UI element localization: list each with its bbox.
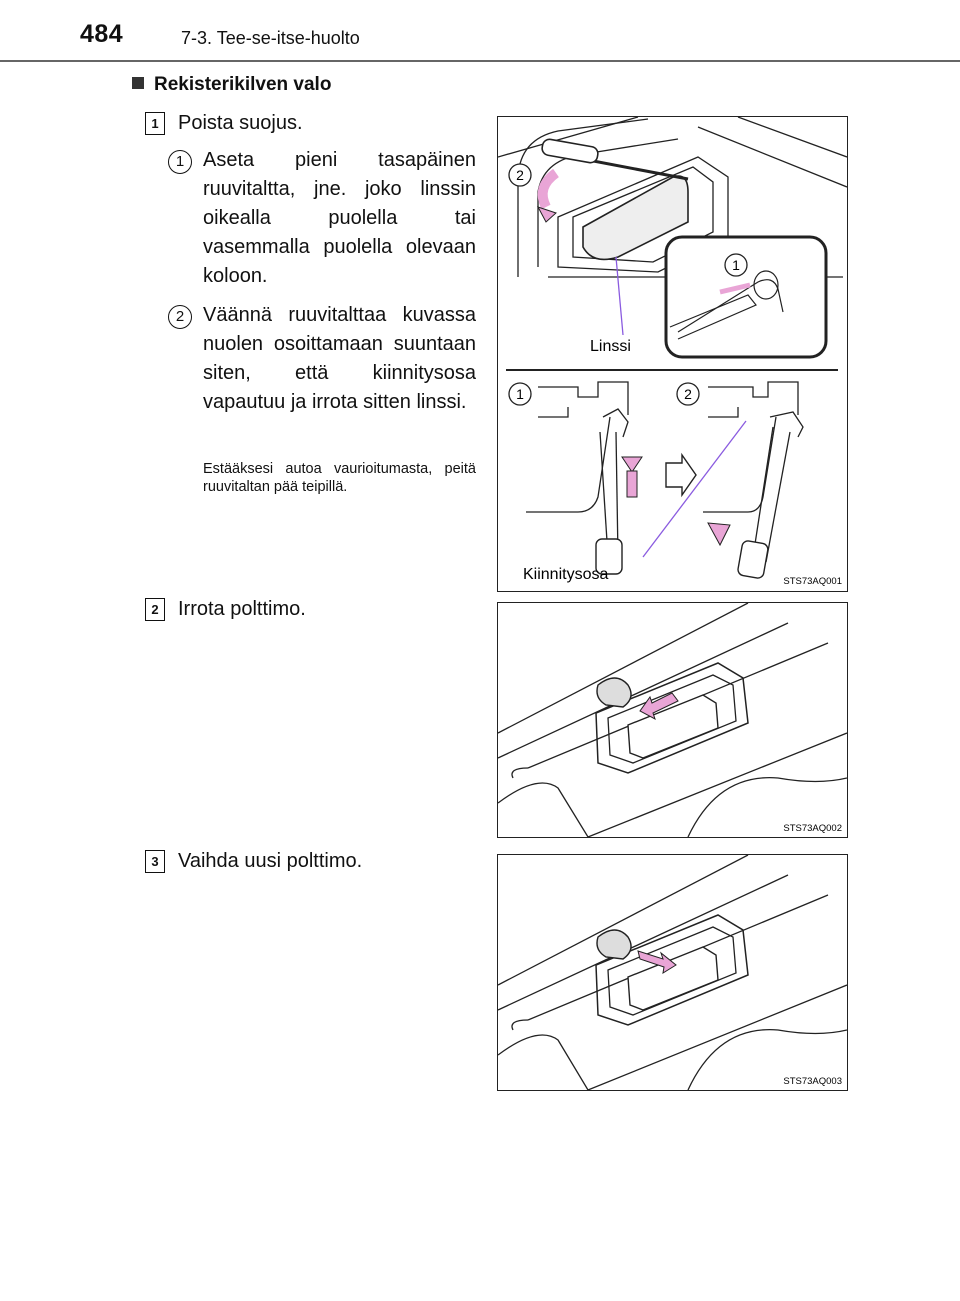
push-arrow-icon [707, 522, 731, 547]
step-2-text: Irrota polttimo. [178, 598, 306, 620]
up-arrow-icon [621, 456, 643, 473]
callout-1-bottom: 1 [516, 386, 524, 402]
insert-arrow-icon [637, 950, 677, 975]
page-heading: Rekisterikilven valo [132, 74, 331, 96]
substep-2-text: Väännä ruuvitalttaa kuvas­sa nuolen osoi… [203, 304, 476, 413]
clip-leader-line [642, 420, 747, 558]
step-1-text: Poista suojus. [178, 112, 303, 134]
clip-detail-left [526, 381, 629, 558]
callout-1-inset: 1 [732, 257, 740, 273]
figure-code-1: STS73AQ001 [783, 576, 842, 587]
figure-code-3: STS73AQ003 [783, 1076, 842, 1087]
bulb-replace-illustration: STS73AQ003 [498, 855, 847, 1090]
rotate-arrow-icon [537, 168, 560, 210]
figure-bulb-removal: STS73AQ002 [497, 602, 848, 838]
step-badge-2: 2 [145, 598, 165, 621]
inset-detail-frame [664, 235, 828, 359]
callout-2-top: 2 [516, 167, 524, 183]
pull-arrow-icon [639, 692, 679, 721]
figure-lens-removal: 2 1 Linssi 1 [497, 116, 848, 592]
heading-text: Rekisterikilven valo [154, 74, 332, 95]
label-lens: Linssi [590, 338, 631, 355]
substep-2: 2 Väännä ruuvitalttaa kuvas­sa nuolen os… [168, 301, 476, 417]
substep-1-text: Aseta pieni tasapäinen ruuvitaltta, jne.… [203, 149, 476, 287]
substep-1: 1 Aseta pieni tasapäinen ruuvitaltta, jn… [168, 146, 476, 291]
lens-removal-illustration: 2 1 Linssi 1 [498, 117, 847, 587]
screwdriver-icon [541, 138, 689, 181]
figure-bulb-replace: STS73AQ003 [497, 854, 848, 1091]
step-3-text: Vaihda uusi polttimo. [178, 850, 363, 872]
next-step-arrow-icon [665, 452, 697, 498]
step-badge-1: 1 [145, 112, 165, 135]
section-title: 7-3. Tee-se-itse-huolto [181, 28, 360, 48]
step-badge-3: 3 [145, 850, 165, 873]
substep-number-1: 1 [168, 150, 192, 174]
bulb-socket [627, 694, 719, 759]
clip-detail-right [703, 381, 804, 563]
bulb-icon [596, 677, 632, 708]
figure-code-2: STS73AQ002 [783, 823, 842, 834]
callout-2-bottom: 2 [684, 386, 692, 402]
bulb-removal-illustration: STS73AQ002 [498, 603, 847, 837]
page-number: 484 [80, 20, 124, 48]
insert-arrow-icon [719, 282, 751, 295]
bullet-square-icon [132, 77, 144, 89]
bulb-icon [596, 929, 632, 960]
bulb-socket [627, 946, 719, 1011]
lens-leader-line [615, 256, 624, 336]
substep-number-2: 2 [168, 305, 192, 329]
note-text: Estääksesi autoa vaurioitu­masta, peitä … [203, 461, 476, 495]
header-divider [0, 60, 960, 62]
label-clip: Kiinnitysosa [523, 566, 608, 583]
